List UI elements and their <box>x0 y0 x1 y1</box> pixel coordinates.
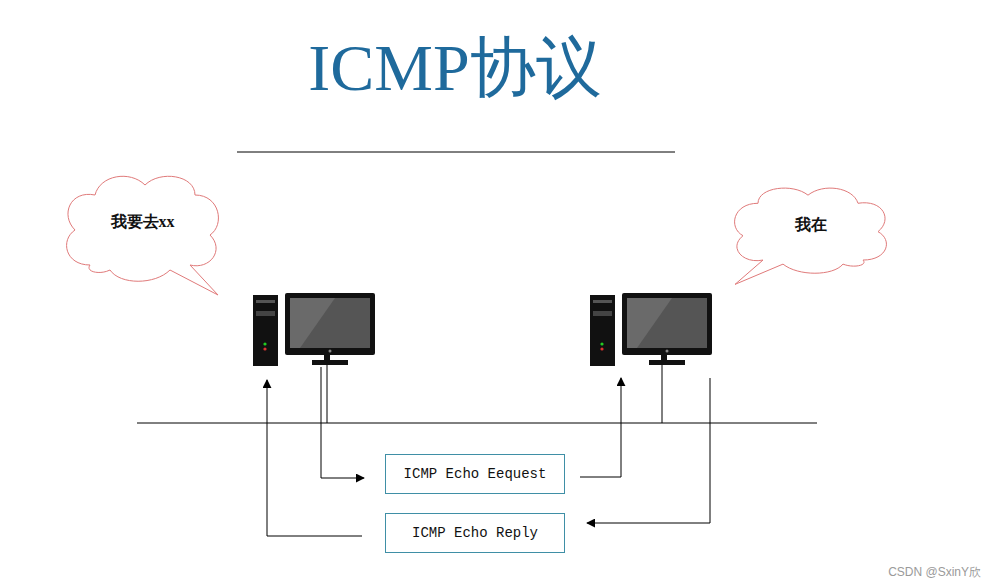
speech-cloud: 我要去xx <box>60 170 225 297</box>
title-rule <box>237 152 675 153</box>
message-label: ICMP Echo Reply <box>412 525 538 541</box>
cloud-outline <box>60 170 225 297</box>
network-cable <box>662 365 663 423</box>
message-label: ICMP Echo Eequest <box>404 466 547 482</box>
speech-text: 我要去xx <box>111 212 175 233</box>
computer <box>590 293 712 366</box>
speech-text: 我在 <box>795 215 827 236</box>
watermark: CSDN @SxinY欣 <box>888 564 981 581</box>
network-line <box>137 423 817 424</box>
message-box: ICMP Echo Eequest <box>385 454 565 494</box>
reply-arrow <box>587 378 710 523</box>
request-arrow <box>321 367 364 478</box>
request-arrow <box>580 378 621 477</box>
network-cable <box>327 365 328 423</box>
message-box: ICMP Echo Reply <box>385 513 565 553</box>
speech-cloud: 我在 <box>728 183 893 286</box>
reply-arrow <box>267 380 362 536</box>
title: ICMP协议 <box>205 32 705 105</box>
cloud-outline <box>728 183 893 286</box>
computer <box>253 293 375 366</box>
